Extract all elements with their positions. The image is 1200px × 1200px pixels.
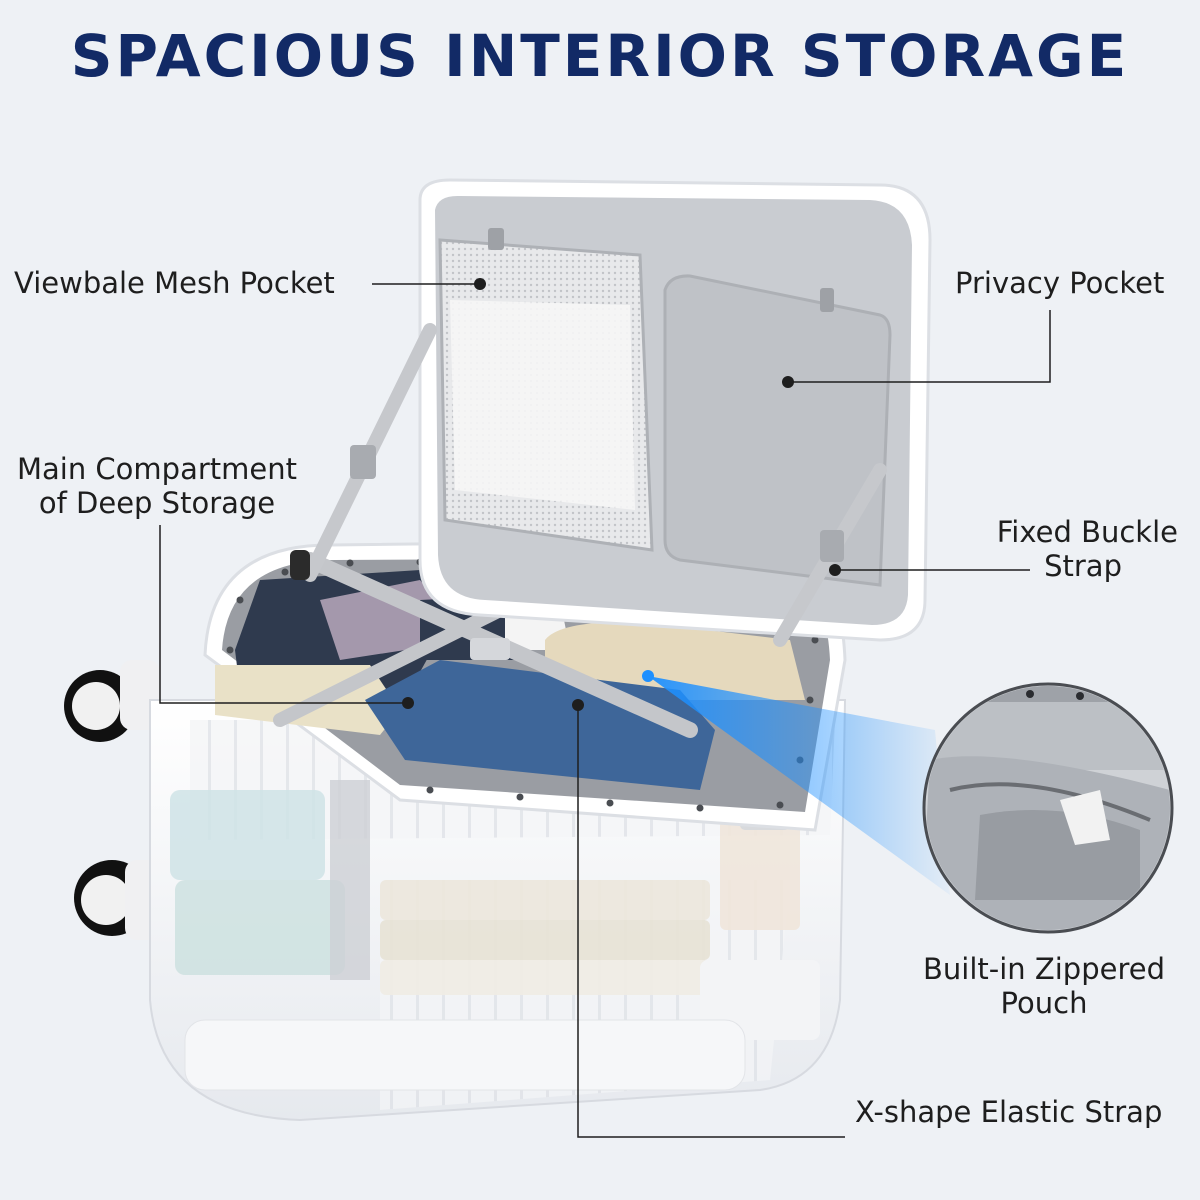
- label-fixed-buckle-strap: Fixed Buckle Strap: [996, 515, 1178, 583]
- wheel-top-left: [64, 670, 136, 742]
- zoom-circle: [922, 682, 1174, 934]
- label-elastic-strap: X-shape Elastic Strap: [855, 1095, 1163, 1129]
- label-zippered-pouch: Built-in Zippered Pouch: [923, 952, 1165, 1020]
- label-main-compartment: Main Compartment of Deep Storage: [16, 452, 297, 520]
- spotlight-beam: [648, 676, 950, 895]
- suitcase-lid: [290, 178, 932, 647]
- callout-dots: [402, 278, 841, 711]
- leader-lines: [159, 283, 1051, 1138]
- label-privacy-pocket: Privacy Pocket: [955, 266, 1165, 300]
- page-title: SPACIOUS INTERIOR STORAGE: [70, 22, 1130, 90]
- label-mesh-pocket: Viewbale Mesh Pocket: [14, 266, 335, 300]
